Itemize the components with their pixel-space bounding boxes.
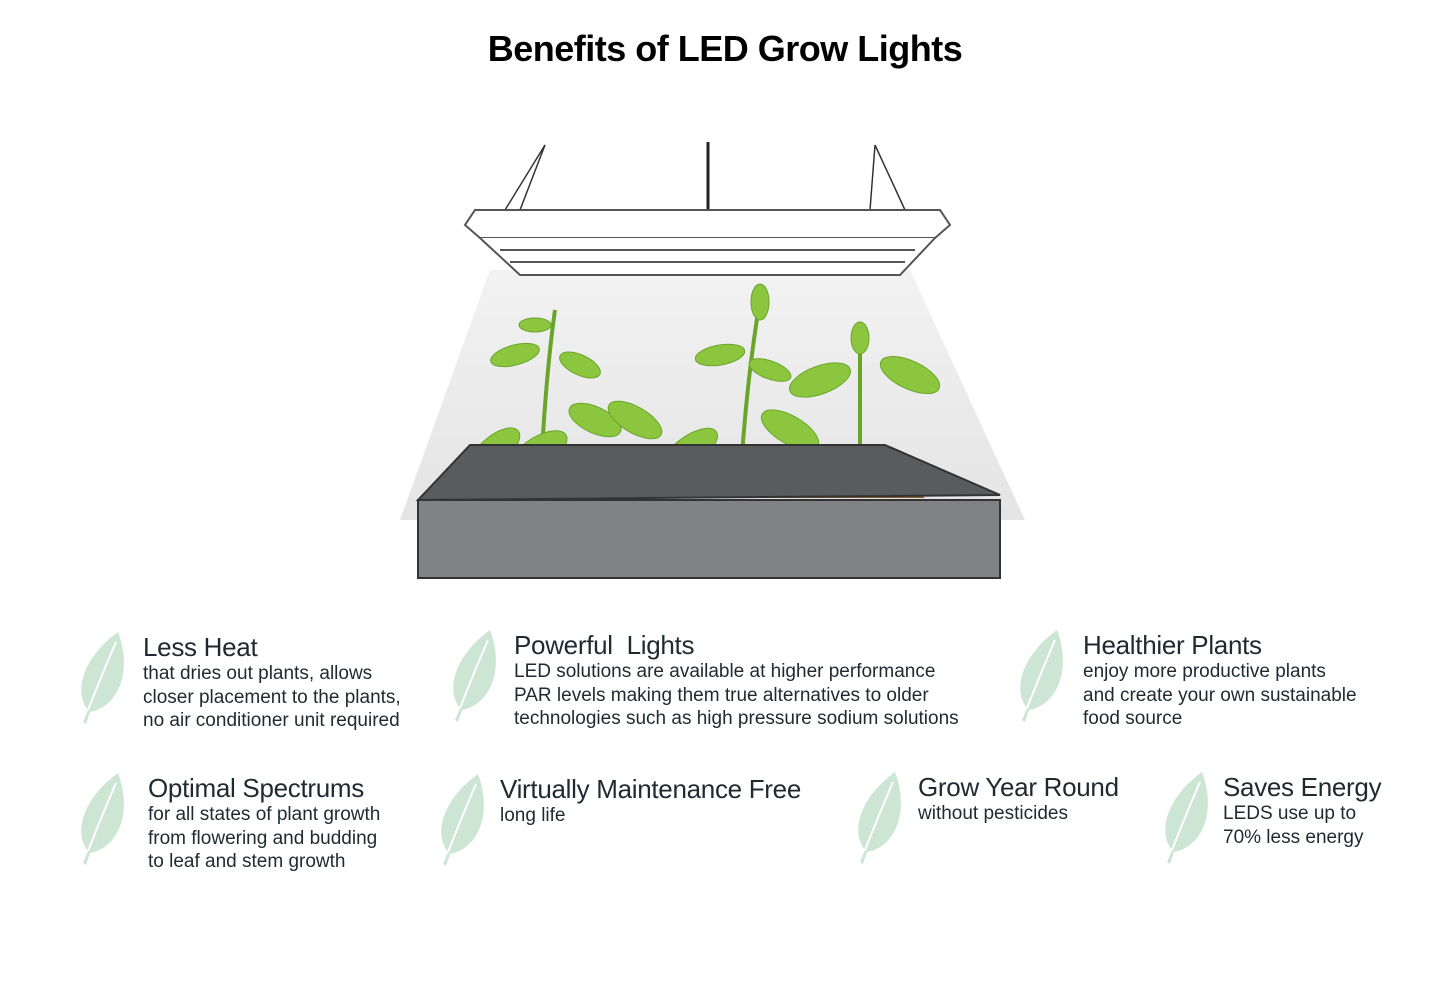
benefit-title: Optimal Spectrums (148, 773, 364, 803)
benefit-text: long life (500, 805, 566, 826)
benefit-title: Healthier Plants (1083, 630, 1262, 660)
hanging-wire (504, 144, 546, 211)
benefit-text: LED solutions are available at higher pe… (514, 661, 936, 682)
benefit-text: for all states of plant growth (148, 804, 381, 825)
benefit-saves-energy: Saves Energy LEDS use up to 70% less ene… (1162, 772, 1382, 864)
benefit-text: to leaf and stem growth (148, 851, 346, 872)
grow-light-illustration (400, 142, 1025, 579)
benefit-maintenance-free: Virtually Maintenance Free long life (438, 774, 801, 866)
benefit-less-heat: Less Heat that dries out plants, allows … (78, 632, 401, 733)
benefit-healthier-plants: Healthier Plants enjoy more productive p… (1017, 630, 1357, 731)
leaf-icon (1020, 630, 1063, 722)
benefit-text: food source (1083, 708, 1183, 729)
benefit-text: and create your own sustainable (1083, 684, 1357, 706)
benefit-grow-year-round: Grow Year Round without pesticides (855, 772, 1119, 864)
leaf-icon (1165, 772, 1208, 864)
benefit-text: no air conditioner unit required (143, 710, 400, 731)
benefit-title: Powerful Lights (514, 630, 695, 660)
leaf-icon (441, 774, 484, 866)
leaf-icon (453, 630, 496, 722)
leaf-icon (858, 772, 901, 864)
planter-box (415, 444, 1001, 579)
benefit-text: that dries out plants, allows (143, 663, 373, 684)
benefit-text: enjoy more productive plants (1083, 661, 1326, 682)
benefit-title: Virtually Maintenance Free (500, 774, 801, 804)
leaf-icon (81, 632, 124, 724)
benefit-title: Less Heat (143, 632, 258, 662)
benefit-text: PAR levels making them true alternatives… (514, 684, 929, 706)
leaf-icon (81, 773, 124, 865)
benefit-text: 70% less energy (1223, 826, 1364, 848)
benefit-powerful-lights: Powerful Lights LED solutions are availa… (450, 630, 959, 731)
benefit-text: technologies such as high pressure sodiu… (514, 708, 959, 729)
benefit-title: Grow Year Round (918, 772, 1119, 802)
benefit-text: closer placement to the plants, (143, 686, 401, 708)
benefit-text: without pesticides (918, 803, 1068, 824)
led-fixture (463, 209, 952, 276)
benefit-title: Saves Energy (1223, 772, 1382, 802)
benefit-optimal-spectrums: Optimal Spectrums for all states of plan… (78, 773, 380, 874)
page-title: Benefits of LED Grow Lights (487, 28, 963, 69)
benefit-text: LEDS use up to (1223, 803, 1357, 824)
benefit-text: from flowering and budding (148, 827, 378, 849)
